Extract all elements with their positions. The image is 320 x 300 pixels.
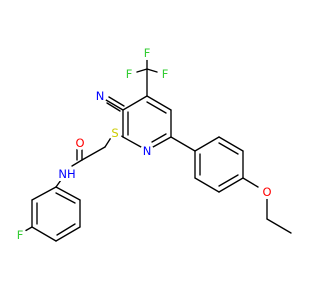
atom-pyridine-n-label: N [143,144,152,158]
atom-ether-o: O [260,185,274,199]
atom-f2: F [140,46,154,60]
atom-labels: F F F N N S O NH [13,46,274,242]
atom-nitrile-n: N [93,89,107,103]
atom-f3-label: F [162,67,169,81]
atom-sulfur-label: S [111,126,118,140]
atom-ether-o-label: O [262,185,271,199]
molecule-structure: F F F N N S O NH [13,46,292,242]
atom-carbonyl-o: O [73,136,87,150]
atom-f2-label: F [144,46,151,60]
atom-pyridine-n: N [140,144,154,158]
atom-f1: F [122,67,136,81]
atom-aryl-f: F [13,228,27,242]
atom-amide-nh: NH [57,167,77,181]
bonds [24,56,292,242]
atom-carbonyl-o-label: O [75,136,84,150]
atom-nitrile-n-label: N [96,89,105,103]
atom-amide-nh-label: NH [58,167,75,181]
atom-sulfur: S [108,126,122,140]
atom-aryl-f-label: F [17,228,24,242]
atom-f1-label: F [126,67,133,81]
atom-f3: F [158,67,172,81]
